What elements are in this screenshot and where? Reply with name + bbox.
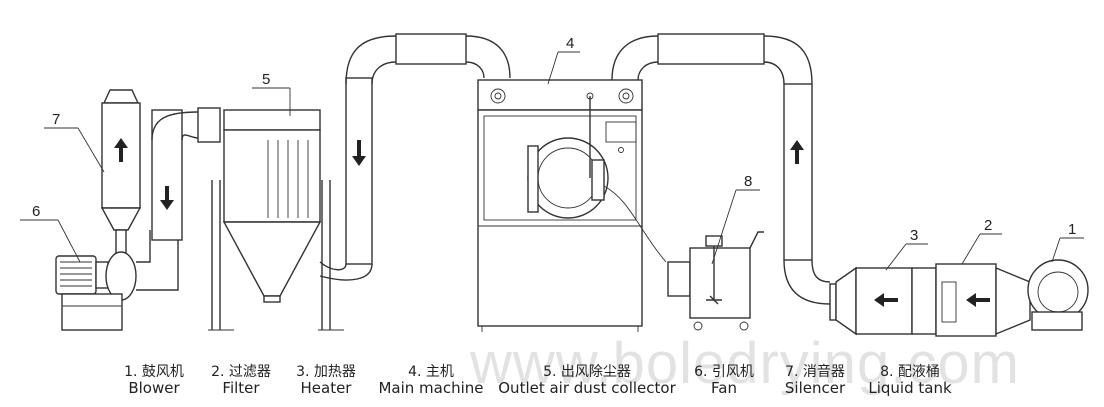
down-arrow-icon	[160, 186, 174, 210]
legend-label-en: Liquid tank	[868, 379, 952, 397]
callout-7: 7	[52, 111, 60, 128]
legend-label-zh: 2. 过滤器	[211, 364, 271, 380]
legend-label-zh: 1. 鼓风机	[124, 364, 184, 380]
legend-label-zh: 3. 加热器	[296, 364, 356, 380]
legend-label-zh: 7. 消音器	[785, 364, 845, 380]
legend-item-blower: 1. 鼓风机 Blower	[110, 364, 198, 396]
silencer	[100, 89, 142, 271]
up-arrow-icon	[114, 138, 128, 162]
legend-label-en: Silencer	[784, 379, 846, 397]
air-filter-box	[911, 263, 1031, 337]
legend-item-silencer: 7. 消音器 Silencer	[772, 364, 858, 396]
legend-label-en: Main machine	[378, 379, 484, 397]
legend-label-en: Heater	[300, 379, 352, 397]
callout-5: 5	[262, 71, 270, 88]
callout-3: 3	[910, 227, 918, 244]
legend-item-fan: 6. 引风机 Fan	[682, 364, 766, 396]
callout-leaders	[20, 51, 1084, 271]
up-arrow-icon	[790, 140, 804, 164]
legend-item-main-machine: 4. 主机 Main machine	[376, 364, 486, 396]
legend-item-heater: 3. 加热器 Heater	[284, 364, 368, 396]
legend-label-zh: 8. 配液桶	[880, 364, 940, 380]
legend-label-zh: 6. 引风机	[694, 364, 754, 380]
legend-label-en: Outlet air dust collector	[498, 379, 676, 397]
dust-collector-filter	[208, 109, 344, 331]
left-arrow-icon	[874, 293, 898, 307]
callout-1: 1	[1068, 221, 1076, 238]
return-duct	[611, 33, 831, 305]
legend-label-en: Fan	[711, 379, 737, 397]
callout-6: 6	[32, 203, 40, 220]
legend-item-liquid-tank: 8. 配液桶 Liquid tank	[860, 364, 960, 396]
induced-fan	[55, 251, 137, 331]
heater-duct	[319, 33, 511, 281]
callout-8: 8	[744, 173, 752, 190]
legend-label-en: Filter	[222, 379, 260, 397]
main-coating-machine	[477, 79, 667, 332]
legend-item-filter: 2. 过滤器 Filter	[200, 364, 282, 396]
blower	[1027, 259, 1089, 331]
legend-label-zh: 4. 主机	[408, 364, 454, 380]
legend-label-en: Blower	[128, 379, 180, 397]
heater-box	[829, 266, 913, 336]
watermark: www.boledrying.com	[470, 331, 1020, 396]
legend-item-dust-collector: 5. 出风除尘器 Outlet air dust collector	[492, 364, 682, 396]
legend-label-zh: 5. 出风除尘器	[543, 364, 631, 380]
liquid-tank	[667, 231, 764, 331]
duct-fan-to-filter	[136, 107, 221, 291]
callout-2: 2	[984, 217, 992, 234]
down-arrow-icon	[352, 140, 366, 166]
left-arrow-icon	[966, 293, 990, 307]
callout-4: 4	[566, 35, 574, 52]
